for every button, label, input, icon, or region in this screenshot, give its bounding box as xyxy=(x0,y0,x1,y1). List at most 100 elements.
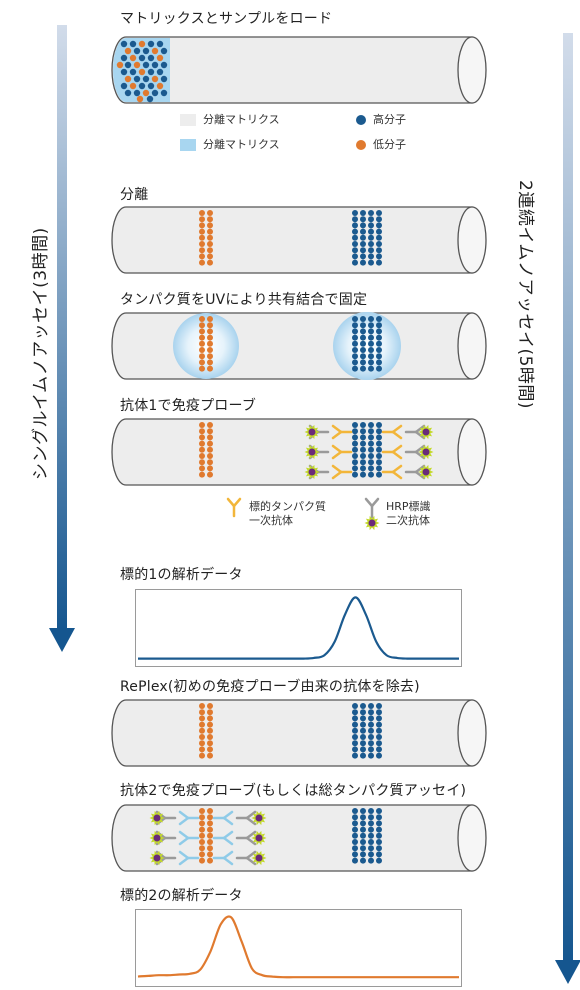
high-mw-band-dot xyxy=(352,428,358,435)
high-mw-band-dot xyxy=(360,228,366,235)
sample-dot xyxy=(133,89,141,97)
sample-dot xyxy=(156,54,164,62)
high-mw-band-dot xyxy=(360,428,366,435)
low-mw-band-dot xyxy=(207,228,213,235)
low-mw-band-dot xyxy=(199,228,205,235)
high-mw-band-dot xyxy=(368,434,374,441)
high-mw-band-dot xyxy=(352,715,358,722)
capillary-probe1 xyxy=(111,418,487,486)
high-mw-band-dot xyxy=(368,746,374,753)
high-mw-band-dot xyxy=(352,347,358,353)
secondary-antibody-arm xyxy=(414,444,426,454)
primary-antibody-arm xyxy=(178,810,190,820)
hrp-label-core xyxy=(153,814,161,822)
low-mw-band xyxy=(199,316,213,372)
capillary-load-end xyxy=(457,36,487,104)
sample-dot xyxy=(129,68,137,76)
high-mw-band-dot xyxy=(376,709,382,716)
legend-blue-label: 分離マトリクス xyxy=(203,138,280,151)
sample-dot xyxy=(120,68,128,76)
primary-antibody xyxy=(381,464,403,480)
legend-low-dot xyxy=(356,140,366,150)
high-mw-band-dot xyxy=(368,222,374,229)
high-mw-band-dot xyxy=(368,471,374,478)
high-mw-band-dot xyxy=(352,746,358,753)
high-mw-band-dot xyxy=(376,715,382,722)
low-mw-band-dot xyxy=(207,740,213,747)
high-mw-band-dot xyxy=(368,234,374,241)
step-analysis2-label: 標的2の解析データ xyxy=(120,888,243,904)
primary-antibody xyxy=(381,424,403,440)
high-mw-band-dot xyxy=(376,746,382,753)
low-mw-band-dot xyxy=(207,359,213,366)
sample-dot xyxy=(160,61,168,69)
left-arrow-shaft xyxy=(57,25,67,630)
high-mw-band-dot xyxy=(368,752,374,759)
high-mw-band-dot xyxy=(360,422,366,428)
legend-blue-swatch xyxy=(180,139,196,151)
primary-antibody-arm xyxy=(178,830,190,840)
low-mw-band-dot xyxy=(207,727,213,734)
high-mw-band-dot xyxy=(368,727,374,734)
low-mw-band-dot xyxy=(207,721,213,728)
high-mw-band-dot xyxy=(376,234,382,241)
high-mw-band-dot xyxy=(360,839,366,845)
high-mw-band-dot xyxy=(360,465,366,472)
legend-primary-icon xyxy=(226,497,236,508)
step-load-label: マトリックスとサンプルをロード xyxy=(120,11,333,27)
high-mw-band-dot xyxy=(368,210,374,216)
hrp-label xyxy=(304,424,320,440)
high-mw-band-dot xyxy=(360,328,366,335)
low-mw-band-dot xyxy=(199,471,205,478)
high-mw-band-dot xyxy=(368,453,374,459)
high-mw-band-dot xyxy=(368,857,374,864)
high-mw-band-dot xyxy=(360,703,366,709)
high-mw-band xyxy=(352,422,382,478)
primary-antibody xyxy=(178,830,200,846)
low-mw-band-dot xyxy=(207,253,213,260)
high-mw-band-dot xyxy=(360,359,366,366)
primary-antibody-arm xyxy=(331,424,343,434)
legend-gray-swatch xyxy=(180,114,196,126)
high-mw-band-dot xyxy=(352,808,358,814)
hrp-label-core xyxy=(422,428,430,436)
sample-dot xyxy=(160,47,168,55)
low-mw-band-dot xyxy=(199,434,205,441)
legend-secondary-icon xyxy=(364,497,374,508)
hrp-label-core xyxy=(255,854,263,862)
high-mw-band-dot xyxy=(376,359,382,366)
high-mw-band xyxy=(352,316,382,372)
sample-dot xyxy=(124,47,132,55)
high-mw-band-dot xyxy=(352,826,358,833)
capillary-probe2 xyxy=(111,804,487,872)
chart-target2 xyxy=(135,909,462,987)
low-mw-band-dot xyxy=(207,210,213,216)
high-mw-band-dot xyxy=(360,845,366,852)
high-mw-band-dot xyxy=(352,740,358,747)
sample-dot xyxy=(133,61,141,69)
primary-antibody-arm xyxy=(331,464,343,474)
low-mw-band-dot xyxy=(207,216,213,223)
secondary-antibody xyxy=(404,444,426,460)
low-mw-band-dot xyxy=(207,440,213,447)
high-mw-band-dot xyxy=(352,709,358,716)
high-mw-band-dot xyxy=(368,446,374,453)
low-mw-band-dot xyxy=(199,440,205,447)
legend-low-label: 低分子 xyxy=(373,138,406,151)
low-mw-band-dot xyxy=(199,715,205,722)
legend-high-label: 高分子 xyxy=(373,113,406,126)
capillary-load xyxy=(111,36,487,104)
hrp-label xyxy=(251,850,267,866)
high-mw-band-dot xyxy=(376,334,382,341)
primary-antibody-arm xyxy=(222,836,234,846)
low-mw-band-dot xyxy=(207,734,213,740)
high-mw-band-dot xyxy=(368,709,374,716)
high-mw-band-dot xyxy=(376,241,382,247)
high-mw-band-dot xyxy=(360,851,366,858)
sample-dot xyxy=(136,95,144,103)
sample-dot xyxy=(129,82,137,90)
capillary-replex-body xyxy=(111,699,473,767)
hrp-label-core xyxy=(255,834,263,842)
chart-target2-plot xyxy=(137,915,459,979)
